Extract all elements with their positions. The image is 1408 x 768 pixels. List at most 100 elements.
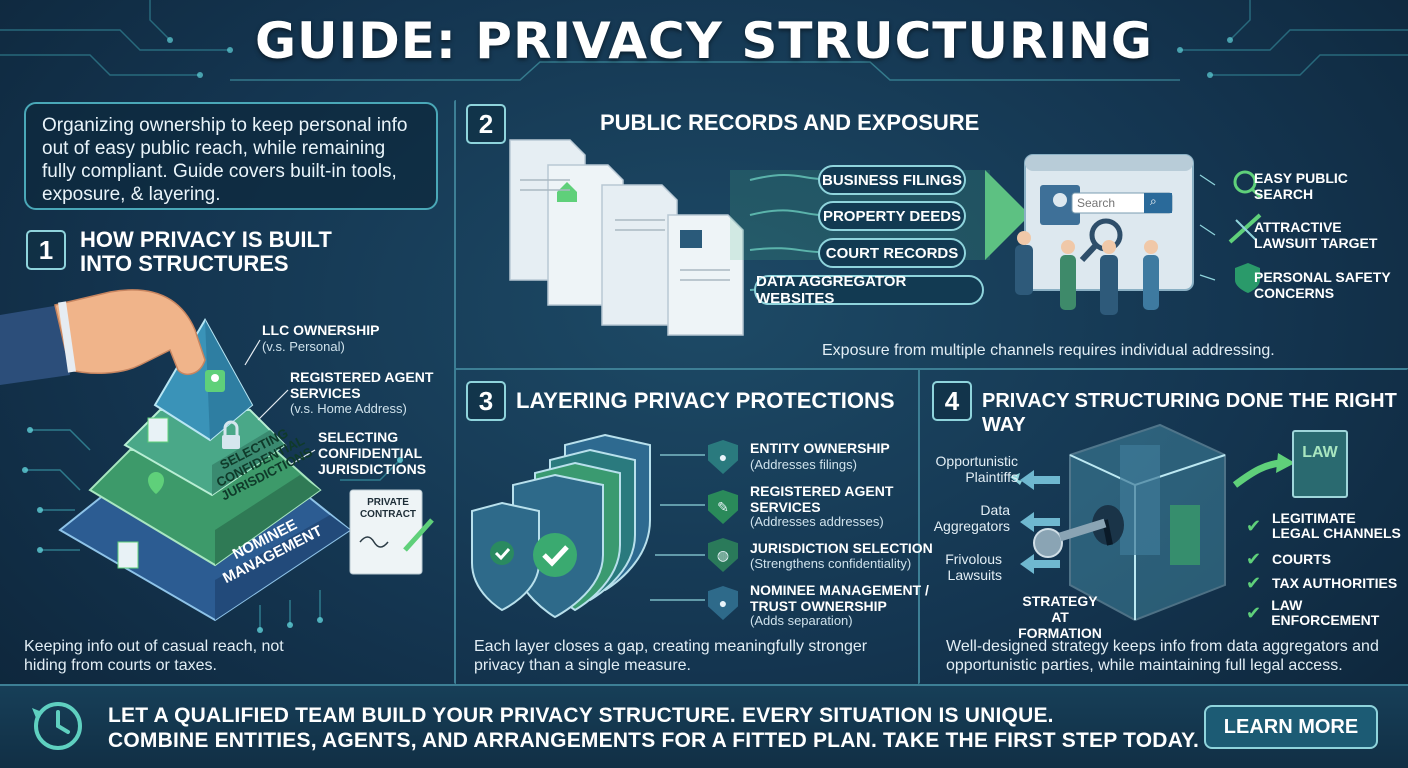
risk-personal-safety-line2: CONCERNS [1254,285,1335,301]
layer-nominee-sub: (Adds separation) [750,613,853,628]
label-registered-agent-sub: (v.s. Home Address) [290,401,407,416]
label-registered-agent-line2: SERVICES [290,385,361,401]
check-icon: ✔ [1246,573,1262,593]
label-llc-ownership-sub: (v.s. Personal) [262,339,345,354]
section-4-number: 4 [932,381,972,421]
channel-legitimate-line1: LEGITIMATE [1272,510,1356,526]
channel-tax: ✔ TAX AUTHORITIES [1246,573,1397,594]
channel-business-filings: BUSINESS FILINGS [818,165,966,195]
section-1-title: HOW PRIVACY IS BUILT INTO STRUCTURES [80,228,332,276]
layer-nominee: NOMINEE MANAGEMENT / TRUST OWNERSHIP [750,582,929,614]
panel-section-3 [454,368,920,684]
threat-aggregators-line1: Data [980,502,1010,518]
layer-nominee-line2: TRUST OWNERSHIP [750,598,887,614]
label-registered-agent-line1: REGISTERED AGENT [290,369,434,385]
channel-law-enforcement-label: LAW ENFORCEMENT [1271,597,1380,628]
channel-courts-label: COURTS [1272,551,1332,567]
contract-doc: PRIVATE CONTRACT [352,497,424,521]
check-icon: ✔ [1246,549,1262,569]
channel-law-enforcement: ✔ LAW ENFORCEMENT [1246,598,1408,628]
risk-lawsuit-target-line2: LAWSUIT TARGET [1254,235,1378,251]
threat-lawsuits: Frivolous Lawsuits [932,551,1002,583]
check-icon: ✔ [1246,515,1262,536]
layer-entity-ownership-sub: (Addresses filings) [750,457,857,472]
channel-data-aggregators: DATA AGGREGATOR WEBSITES [754,273,984,307]
layer-registered-agent-line2: SERVICES [750,499,821,515]
law-label: LAW [1302,444,1338,461]
pyramid-illustration [0,289,434,633]
check-icon: ✔ [1246,602,1262,623]
risk-personal-safety: PERSONAL SAFETY CONCERNS [1254,269,1391,301]
search-icon: ⌕ [1150,194,1157,208]
label-registered-agent: REGISTERED AGENT SERVICES [290,369,433,401]
label-llc-ownership: LLC OWNERSHIP [262,322,380,338]
threat-aggregators-line2: Aggregators [933,518,1010,534]
strategy-label: STRATEGY AT FORMATION [1010,593,1110,641]
section-4-caption: Well-designed strategy keeps info from d… [946,637,1379,675]
section-2-number: 2 [466,104,506,144]
label-jurisdictions: SELECTING CONFIDENTIAL JURISDICTIONS [318,429,426,477]
contract-line2: CONTRACT [359,509,417,520]
layer-registered-agent: REGISTERED AGENT SERVICES [750,483,893,515]
channel-court-records: COURT RECORDS [818,238,966,268]
section-3-number: 3 [466,381,506,421]
intro-text: Organizing ownership to keep personal in… [42,115,408,205]
section-1-caption: Keeping info out of casual reach, not hi… [24,638,284,674]
section-4-title: PRIVACY STRUCTURING DONE THE RIGHT WAY [982,390,1397,436]
secure-cube-illustration [1010,423,1295,622]
section-4-caption-line1: Well-designed strategy keeps info from d… [946,638,1379,655]
risk-easy-search: EASY PUBLIC SEARCH [1254,170,1348,202]
label-jurisdictions-line3: JURISDICTIONS [318,461,427,477]
law-book-icon: LAW [1292,430,1348,498]
layer-registered-agent-line1: REGISTERED AGENT [750,483,894,499]
contract-line1: PRIVATE [367,497,409,508]
channel-tax-label: TAX AUTHORITIES [1272,575,1398,591]
clock-icon [32,702,82,750]
threat-lawsuits-line1: Frivolous [945,551,1002,567]
footer-line1: LET A QUALIFIED TEAM BUILD YOUR PRIVACY … [108,704,1054,727]
label-jurisdictions-line1: SELECTING [318,429,399,445]
channel-legitimate-line2: LEGAL CHANNELS [1272,525,1401,541]
threat-plaintiffs: Opportunistic Plaintiffs [932,453,1018,485]
layer-nominee-line1: NOMINEE MANAGEMENT / [750,582,929,598]
panel-section-2 [454,100,1408,370]
risk-easy-search-line1: EASY PUBLIC [1254,170,1348,186]
strategy-line2: AT FORMATION [1018,609,1102,641]
layered-shields-illustration [471,433,705,619]
footer-cta-text: LET A QUALIFIED TEAM BUILD YOUR PRIVACY … [108,703,1199,753]
layer-jurisdiction-sub: (Strengthens confidentiality) [750,556,912,571]
layer-jurisdiction: JURISDICTION SELECTION [750,540,933,556]
search-input[interactable] [1073,194,1143,212]
section-2-caption: Exposure from multiple channels requires… [822,342,1275,359]
section-1-title-line2: INTO STRUCTURES [80,251,289,276]
threat-lawsuits-line2: Lawsuits [947,567,1002,583]
risk-lawsuit-target-line1: ATTRACTIVE [1254,219,1342,235]
channel-courts: ✔ COURTS [1246,549,1331,570]
risk-personal-safety-line1: PERSONAL SAFETY [1254,269,1391,285]
threat-arrows [1020,470,1060,574]
section-3-caption-line1: Each layer closes a gap, creating meanin… [474,638,868,655]
channel-property-deeds: PROPERTY DEEDS [818,201,966,231]
layer-registered-agent-sub: (Addresses addresses) [750,514,884,529]
section-1-number: 1 [26,230,66,270]
section-4-caption-line2: opportunistic parties, while maintaining… [946,657,1343,674]
footer-bar [0,684,1408,768]
exposure-illustration [509,139,1262,336]
strategy-line1: STRATEGY [1022,593,1098,609]
section-3-title: LAYERING PRIVACY PROTECTIONS [516,388,895,413]
section-2-title: PUBLIC RECORDS AND EXPOSURE [600,110,980,135]
intro-box: Organizing ownership to keep personal in… [24,102,438,210]
section-3-caption: Each layer closes a gap, creating meanin… [474,637,867,675]
section-1-title-line1: HOW PRIVACY IS BUILT [80,227,332,252]
learn-more-button[interactable]: LEARN MORE [1204,705,1378,749]
risk-lawsuit-target: ATTRACTIVE LAWSUIT TARGET [1254,219,1377,251]
risk-easy-search-line2: SEARCH [1254,186,1314,202]
layer-entity-ownership: ENTITY OWNERSHIP [750,440,890,456]
threat-plaintiffs-line1: Opportunistic [935,453,1018,469]
threat-aggregators: Data Aggregators [932,502,1010,534]
footer-line2: COMBINE ENTITIES, AGENTS, AND ARRANGEMEN… [108,729,1199,752]
section-3-caption-line2: privacy than a single measure. [474,657,691,674]
page-title: GUIDE: PRIVACY STRUCTURING [255,12,1153,70]
